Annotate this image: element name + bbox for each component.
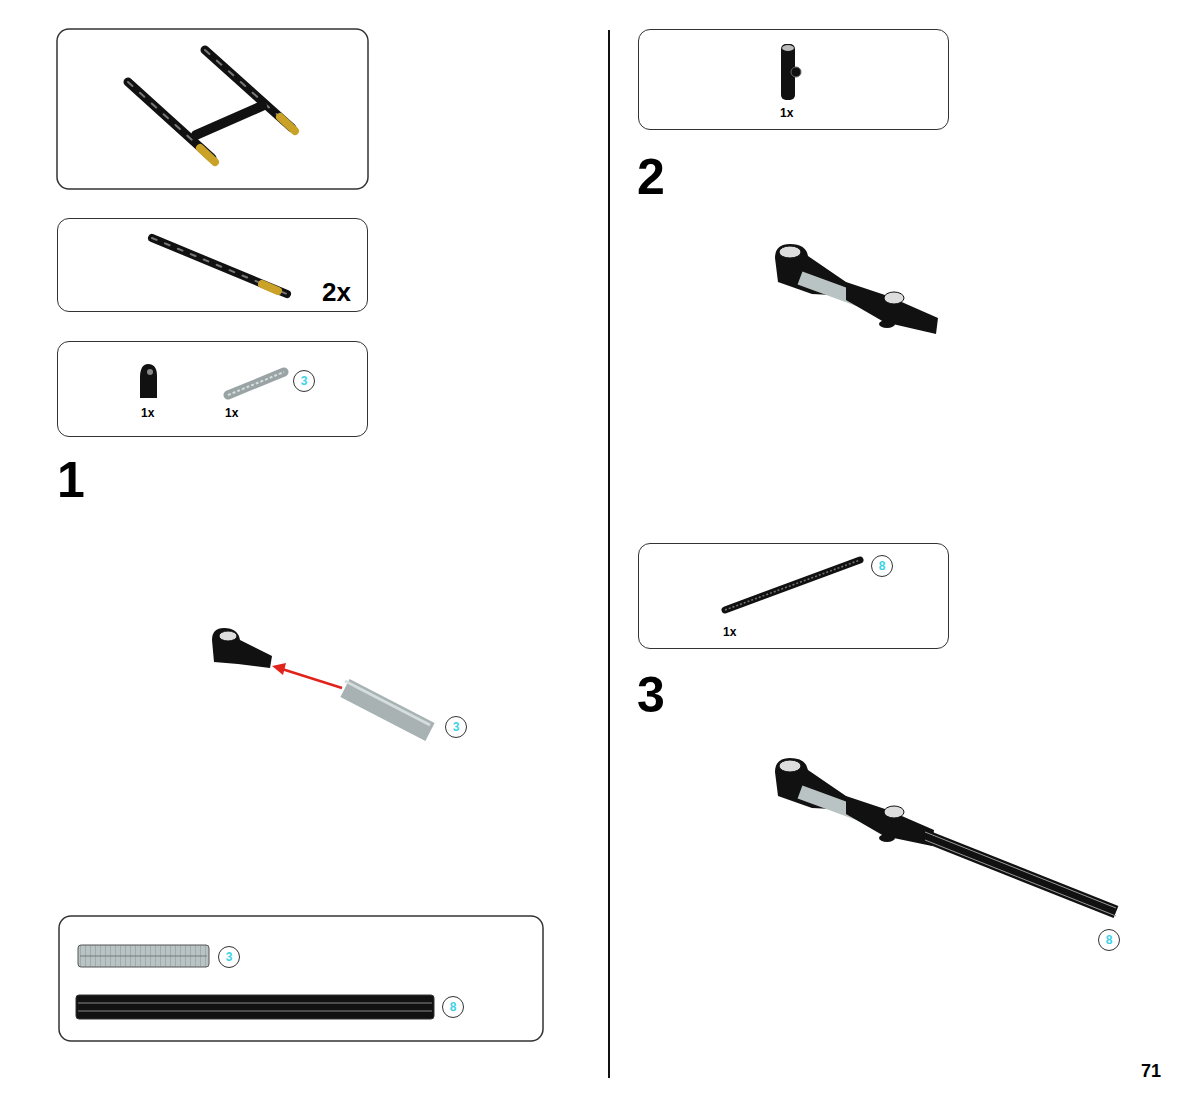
callout-number: 8 <box>1106 934 1113 946</box>
step-number: 3 <box>637 670 665 720</box>
step3-art <box>775 758 1116 916</box>
parts-list-art <box>140 364 284 398</box>
callout-circle: 3 <box>445 716 467 738</box>
quantity-label: 2x <box>322 277 351 308</box>
quantity-label: 1x <box>723 625 736 639</box>
page-divider <box>608 30 610 1078</box>
step2-art <box>775 244 938 334</box>
connector-part <box>781 44 801 100</box>
callout-number: 3 <box>226 951 233 963</box>
assembly-panel <box>57 29 368 189</box>
callout-circle: 8 <box>871 555 893 577</box>
callout-circle: 8 <box>1098 929 1120 951</box>
callout-circle: 8 <box>442 996 464 1018</box>
quantity-label: 1x <box>225 406 238 420</box>
ruler-panel <box>59 916 543 1041</box>
instruction-panel: 1x <box>638 29 949 130</box>
ruler-axle-8 <box>76 995 434 1019</box>
ruler-axle-3 <box>78 945 209 967</box>
callout-circle: 3 <box>218 946 240 968</box>
callout-circle: 3 <box>293 370 315 392</box>
chassis-preview <box>128 50 295 162</box>
instruction-panel: 1x 8 <box>638 543 949 649</box>
callout-number: 8 <box>879 560 886 572</box>
page-number: 71 <box>1141 1062 1161 1080</box>
step-number: 1 <box>57 455 85 505</box>
instruction-panel: 1x 1x 3 <box>57 341 368 437</box>
quantity-label: 1x <box>141 406 154 420</box>
quantity-label: 1x <box>780 106 793 120</box>
callout-number: 8 <box>450 1001 457 1013</box>
beam-submodel <box>152 238 287 294</box>
step-number: 2 <box>637 152 665 202</box>
step1-art <box>212 628 430 732</box>
callout-number: 3 <box>453 721 460 733</box>
instruction-panel: 2x <box>57 218 368 312</box>
axle-8-part <box>725 560 860 610</box>
callout-number: 3 <box>301 375 308 387</box>
